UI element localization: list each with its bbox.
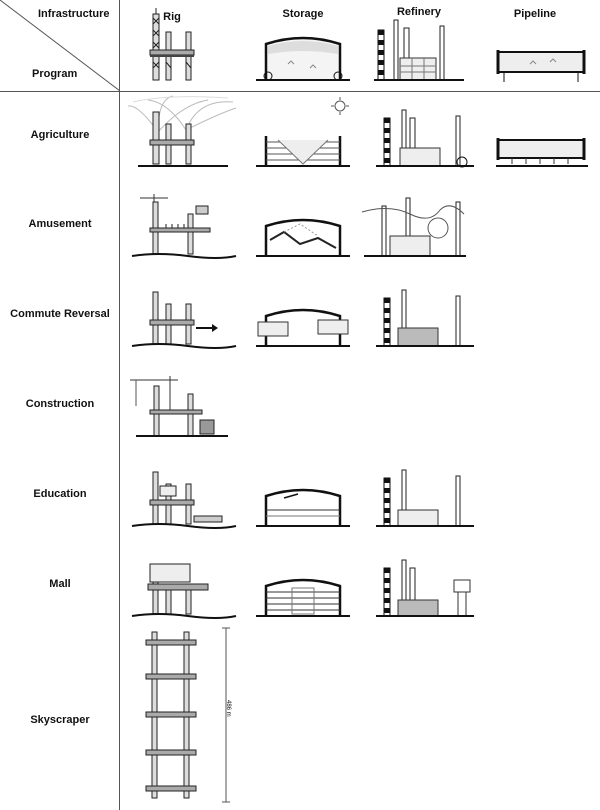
amusement-storage-illustration — [248, 184, 358, 264]
mall-storage-illustration — [248, 544, 358, 624]
amusement-refinery-illustration — [360, 184, 470, 264]
skyscraper-rig-illustration — [128, 626, 248, 809]
header-row-divider — [0, 91, 600, 92]
commute-refinery-illustration — [370, 274, 480, 354]
mall-refinery-illustration — [370, 544, 480, 624]
education-rig-illustration — [128, 454, 238, 534]
row-label-mall: Mall — [49, 578, 71, 590]
storage-base-illustration — [248, 6, 358, 86]
education-storage-illustration — [248, 454, 358, 534]
row-label-agriculture: Agriculture — [30, 129, 90, 141]
commute-rig-illustration — [128, 274, 238, 354]
header-diagonal-line — [0, 0, 120, 92]
row-label-skyscraper: Skyscraper — [30, 714, 90, 726]
agriculture-rig-illustration — [127, 94, 238, 174]
column-label-refinery: Refinery — [396, 6, 442, 18]
row-label-education: Education — [33, 488, 87, 500]
row-label-amusement: Amusement — [28, 218, 92, 230]
infrastructure-axis-label: Infrastructure — [38, 8, 110, 20]
agriculture-storage-illustration — [248, 94, 358, 174]
row-label-commute-reversal: Commute Reversal — [10, 308, 110, 320]
rig-base-illustration — [128, 6, 238, 86]
agriculture-pipeline-illustration — [490, 94, 600, 174]
commute-storage-illustration — [248, 274, 358, 354]
column-label-storage: Storage — [282, 8, 324, 20]
row-label-construction: Construction — [25, 398, 95, 410]
column-label-pipeline: Pipeline — [513, 8, 557, 20]
amusement-rig-illustration — [128, 184, 238, 264]
construction-rig-illustration — [128, 364, 238, 444]
column-label-rig: Rig — [163, 11, 181, 23]
refinery-base-illustration — [370, 6, 480, 86]
header-column-divider — [119, 0, 120, 810]
education-refinery-illustration — [370, 454, 480, 534]
pipeline-base-illustration — [490, 6, 600, 86]
mall-rig-illustration — [128, 544, 238, 624]
agriculture-refinery-illustration — [370, 94, 480, 174]
program-axis-label: Program — [32, 68, 78, 80]
skyscraper-height-dimension: 486 m — [225, 700, 231, 717]
